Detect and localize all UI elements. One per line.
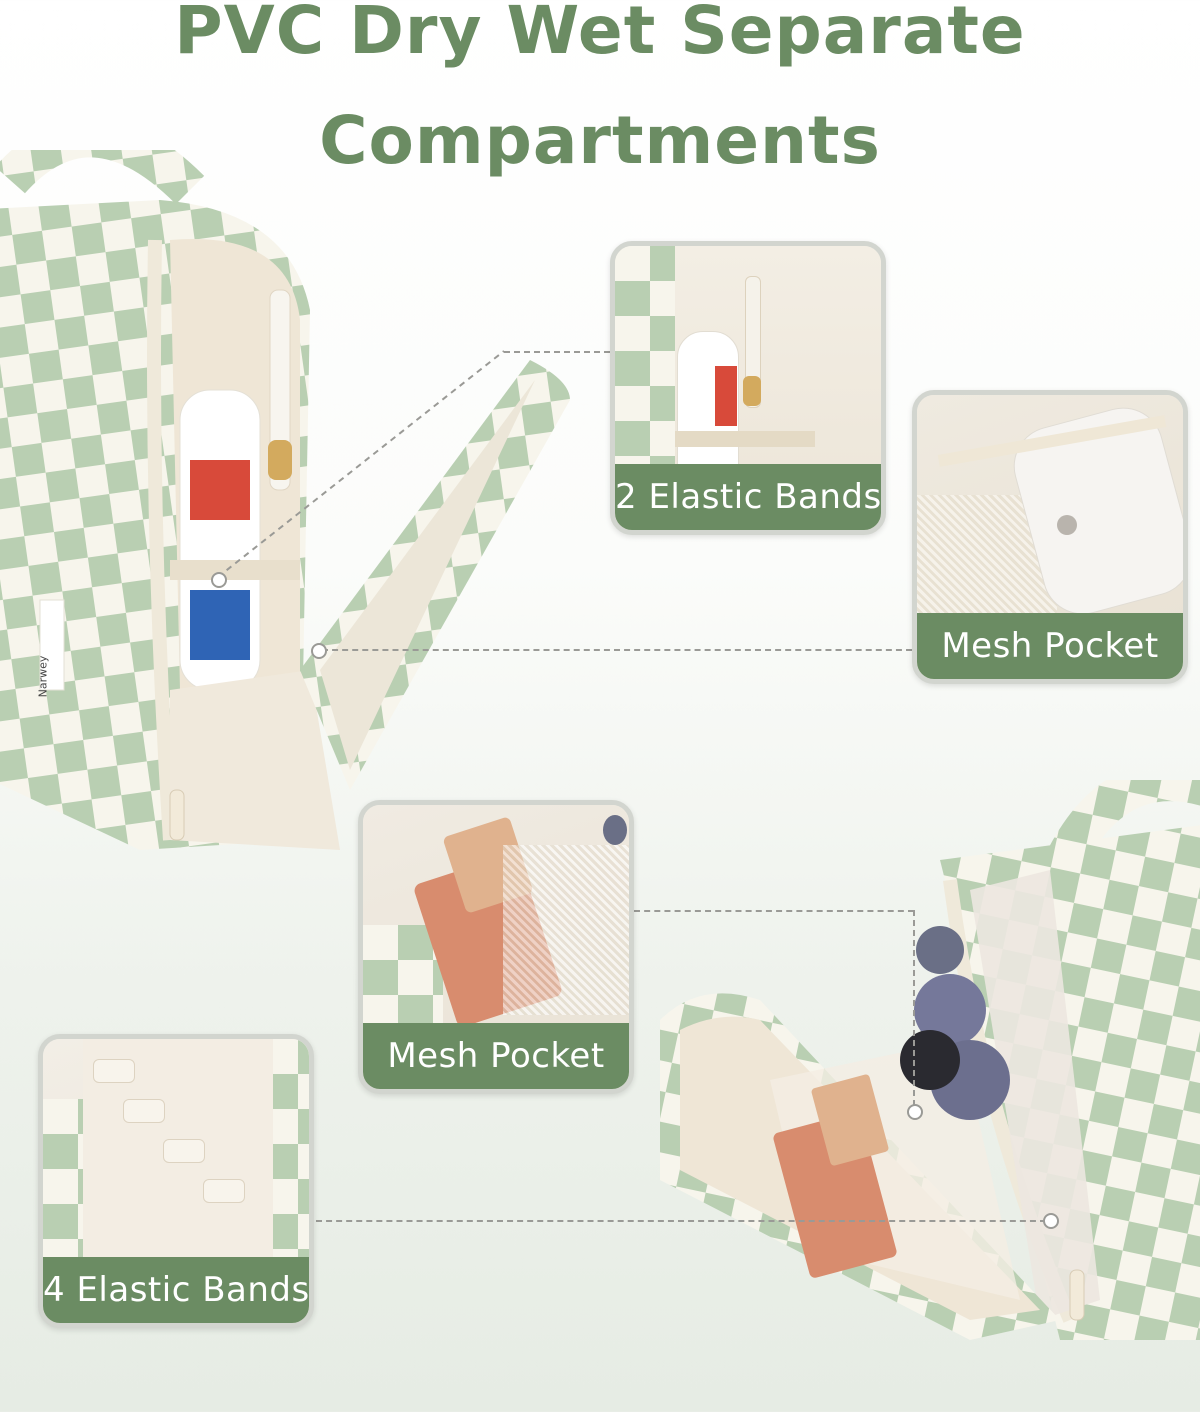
callout-label: 2 Elastic Bands: [615, 464, 881, 530]
callout-dot-2-elastic: [211, 572, 227, 588]
callout-dot-4-elastic: [1043, 1213, 1059, 1229]
bag-top-illustration: [0, 117, 570, 850]
leader-svg-top: [217, 350, 505, 578]
callout-label: Mesh Pocket: [363, 1023, 629, 1089]
callout-mesh-pocket-bottom: Mesh Pocket: [358, 800, 634, 1094]
leader-line-mesh-bottom-v: [913, 910, 915, 1106]
toiletry-bag-top-image: Narwey: [0, 117, 610, 850]
callout-2-elastic-bands: 2 Elastic Bands: [610, 241, 886, 535]
leader-line-2-elastic-a: [504, 351, 610, 353]
toiletry-bag-bottom-image: [640, 761, 1200, 1340]
callout-label: 4 Elastic Bands: [43, 1257, 309, 1323]
title-line-2: Compartments: [319, 102, 881, 179]
leader-line-mesh-top: [322, 649, 912, 651]
title-line-1: PVC Dry Wet Separate: [174, 0, 1026, 69]
leader-line-4-elastic: [316, 1220, 1046, 1222]
callout-4-elastic-bands: 4 Elastic Bands: [38, 1034, 314, 1328]
callout-mesh-pocket-top: Mesh Pocket: [912, 390, 1188, 684]
callout-label: Mesh Pocket: [917, 613, 1183, 679]
callout-dot-mesh-bottom: [907, 1104, 923, 1120]
leader-line-mesh-bottom-h: [634, 910, 914, 912]
bag-bottom-illustration: [660, 761, 1200, 1340]
callout-dot-mesh-top: [311, 643, 327, 659]
brand-tag: Narwey: [36, 655, 50, 698]
